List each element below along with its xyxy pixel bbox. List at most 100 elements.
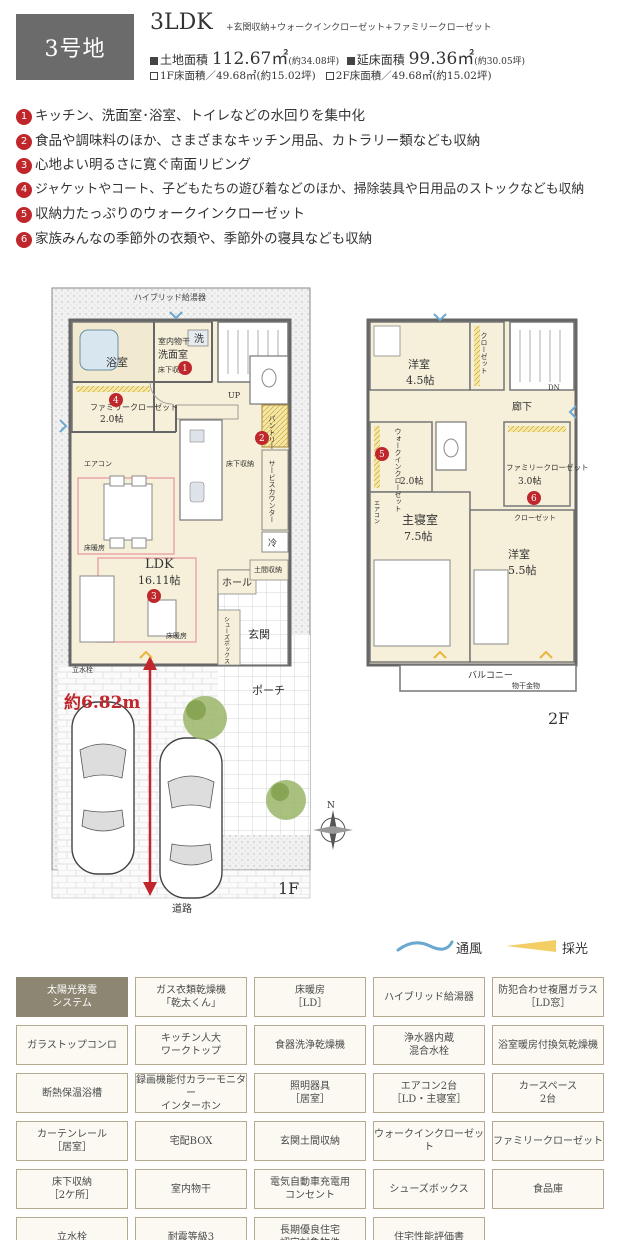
label-wash: 洗 — [194, 333, 204, 345]
number-badge — [147, 589, 161, 603]
equipment-item: 宅配BOX — [135, 1121, 247, 1161]
feature-text: 心地よい明るさに寛ぐ南面リビング — [35, 157, 251, 173]
legend-daylight: 採光 — [562, 942, 589, 957]
equipment-item: 床暖房 ［LD］ — [254, 977, 366, 1017]
equipment-item: 浴室暖房付換気乾燥機 — [492, 1025, 604, 1065]
label-pantry: パントリー — [268, 415, 276, 450]
label-ldk-size: 16.11帖 — [138, 574, 181, 587]
first-floor-plan: ハイブリッド給湯器 浴室 室内物干 洗面室 洗 床下収納 ファミリークローゼット… — [51, 287, 353, 915]
total-floor-area-tsubo: (約30.05坪) — [474, 57, 526, 67]
label-family-closet: ファミリークローゼット — [90, 402, 178, 412]
number-badge-label: 6 — [531, 494, 537, 504]
floor-area-breakdown: 1F床面積／49.68㎡(約15.02坪) 2F床面積／49.68㎡(約15.0… — [150, 68, 492, 83]
equipment-item: 室内物干 — [135, 1169, 247, 1209]
equipment-item: 食器洗浄乾燥機 — [254, 1025, 366, 1065]
number-badge — [375, 447, 389, 461]
total-floor-area-label: 延床面積 — [356, 53, 405, 67]
number-badge-label: 2 — [259, 434, 265, 444]
empty-square-icon — [325, 72, 334, 80]
area-summary: 土地面積 112.67㎡(約34.08坪) 延床面積 99.36㎡(約30.05… — [150, 44, 525, 69]
equipment-item: キッチン人大 ワークトップ — [135, 1025, 247, 1065]
label-up: UP — [228, 391, 241, 400]
feature-number-badge: 4 — [16, 181, 32, 198]
equipment-item: ガラストップコンロ — [16, 1025, 128, 1065]
equipment-item: 太陽光発電 システム — [16, 977, 128, 1017]
equipment-item: ウォークインクローゼット — [373, 1121, 485, 1161]
filled-square-icon — [150, 56, 158, 65]
number-badge — [109, 393, 123, 407]
label-family-closet-size: 2.0帖 — [100, 413, 123, 425]
label-bath: 浴室 — [106, 355, 128, 369]
label-western-room-2: 洋室 — [508, 547, 530, 561]
feature-text: ジャケットやコート、子どもたちの遊び着などのほか、掃除装具や日用品のストックなど… — [35, 181, 585, 197]
plan-extras: +玄関収納+ウォークインクローゼット+ファミリークローゼット — [226, 23, 492, 33]
label-floor-heating-dining: 床暖房 — [84, 543, 105, 552]
label-western-room-1-size: 4.5帖 — [406, 374, 435, 387]
label-closet-2: クローゼット — [514, 513, 556, 522]
land-area-value: 112.67㎡ — [211, 49, 289, 69]
feature-number-badge: 3 — [16, 158, 32, 174]
equipment-item: シューズボックス — [373, 1169, 485, 1209]
label-master-bedroom: 主寝室 — [402, 512, 438, 527]
label-clothes-hardware: 物干金物 — [512, 681, 540, 690]
feature-text: 食品や調味料のほか、さまざまなキッチン用品、カトラリー類なども収納 — [35, 132, 481, 149]
number-badge — [255, 431, 269, 445]
label-service-counter: サービスカウンター — [268, 460, 276, 523]
label-floor-heating-living: 床暖房 — [166, 631, 187, 640]
floor-plan-drawing: ハイブリッド給湯器 浴室 室内物干 洗面室 洗 床下収納 ファミリークローゼット… — [51, 287, 589, 915]
equipment-grid: 太陽光発電 システムガス衣類乾燥機 「乾太くん」床暖房 ［LD］ハイブリッド給湯… — [16, 977, 606, 1240]
label-walkin-closet: ウォークインクローゼット — [394, 428, 402, 512]
equipment-item: ハイブリッド給湯器 — [373, 977, 485, 1017]
equipment-item: 断熱保温浴槽 — [16, 1073, 128, 1113]
second-floor-area: 2F床面積／49.68㎡(約15.02坪) — [335, 70, 492, 82]
lot-number-badge: 3号地 — [16, 14, 134, 80]
equipment-item: 浄水器内蔵 混合水栓 — [373, 1025, 485, 1065]
first-floor-area: 1F床面積／49.68㎡(約15.02坪) — [160, 70, 316, 82]
label-porch: ポーチ — [252, 684, 285, 697]
land-area-tsubo: (約34.08坪) — [288, 57, 340, 67]
compass-icon — [313, 810, 353, 850]
label-indoor-dryer: 室内物干 — [158, 336, 190, 346]
feature-text: 収納力たっぷりのウォークインクローゼット — [35, 206, 305, 222]
label-corridor: 廊下 — [512, 400, 532, 413]
plan-type: 3LDK — [150, 10, 213, 35]
label-family-closet-2f: ファミリークローゼット — [506, 462, 589, 472]
equipment-item: 防犯合わせ複層ガラス ［LD窓］ — [492, 977, 604, 1017]
feature-text: 家族みんなの季節外の衣類や、季節外の寝具なども収納 — [35, 230, 373, 247]
label-1f: 1F — [278, 879, 299, 898]
equipment-item: 照明器具 ［居室］ — [254, 1073, 366, 1113]
tree-icon — [183, 696, 227, 740]
label-entrance: 玄関 — [248, 627, 270, 641]
equipment-item: 録画機能付カラーモニター インターホン — [135, 1073, 247, 1113]
daylight-arrow-icon — [506, 940, 556, 952]
feature-number-badge: 2 — [16, 133, 32, 150]
label-aircon-1f: エアコン — [84, 460, 112, 468]
label-faucet: 立水栓 — [72, 665, 93, 674]
label-balcony: バルコニー — [468, 670, 513, 681]
label-fridge: 冷 — [268, 537, 277, 549]
label-floor-storage: 床下収納 — [158, 365, 186, 374]
equipment-item: 食品庫 — [492, 1169, 604, 1209]
number-badge — [527, 491, 541, 505]
second-floor-plan: 洋室 4.5帖 クローゼット DN 廊下 ウォークインクローゼット 2.0帖 フ… — [366, 313, 589, 728]
filled-square-icon — [346, 56, 355, 65]
equipment-item: 玄関土間収納 — [254, 1121, 366, 1161]
label-ldk: LDK — [145, 557, 174, 572]
equipment-item: カースペース 2台 — [492, 1073, 604, 1113]
feature-number-badge: 5 — [16, 207, 32, 223]
label-floor-storage-kitchen: 床下収納 — [226, 459, 254, 468]
label-washroom: 洗面室 — [158, 348, 188, 361]
label-hybrid-water-heater: ハイブリッド給湯器 — [134, 292, 206, 302]
equipment-item: 耐震等級3 — [135, 1217, 247, 1240]
label-doma-storage: 土間収納 — [254, 565, 282, 574]
equipment-item: 立水栓 — [16, 1217, 128, 1240]
label-shoebox: シューズボックス — [223, 616, 230, 664]
car-2 — [159, 737, 223, 899]
car-1 — [71, 701, 135, 875]
label-north: N — [327, 801, 335, 811]
